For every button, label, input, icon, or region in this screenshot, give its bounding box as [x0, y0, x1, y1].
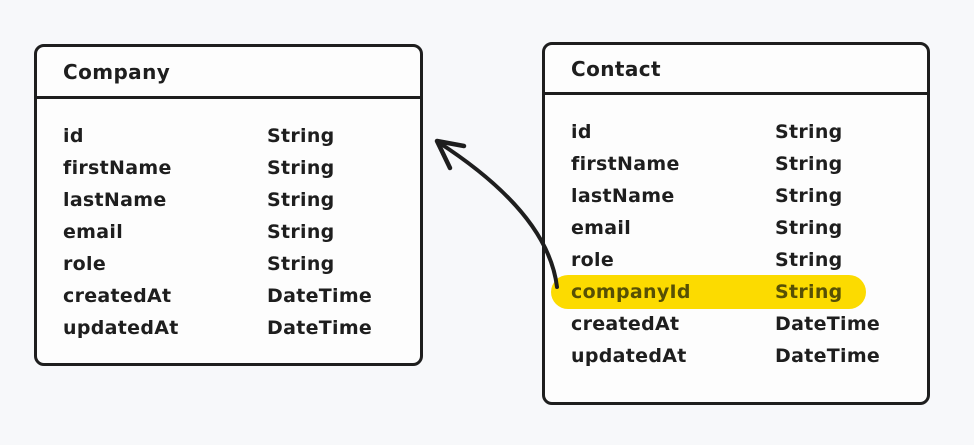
field-name: lastName: [63, 189, 167, 211]
field-type: DateTime: [775, 313, 881, 335]
field-row: lastName String: [37, 184, 420, 216]
field-name: createdAt: [63, 285, 172, 307]
field-type: String: [775, 249, 843, 271]
field-row: id String: [37, 120, 420, 152]
company-table: Company id String firstName String lastN…: [34, 44, 423, 366]
company-field-list: id String firstName String lastName Stri…: [37, 99, 420, 344]
field-type: String: [267, 253, 335, 275]
field-row: role String: [545, 244, 927, 276]
contact-table: Contact id String firstName String lastN…: [542, 42, 930, 405]
field-type: String: [267, 189, 335, 211]
field-row: role String: [37, 248, 420, 280]
field-row: firstName String: [37, 152, 420, 184]
field-name: email: [63, 221, 124, 243]
field-type: DateTime: [775, 345, 881, 367]
company-table-header: Company: [37, 47, 420, 99]
field-name: updatedAt: [63, 317, 179, 339]
field-type: String: [267, 221, 335, 243]
field-row-highlighted: companyId String: [545, 275, 927, 309]
field-type: String: [775, 217, 843, 239]
field-type: String: [775, 121, 843, 143]
field-name: id: [571, 121, 592, 143]
field-type: DateTime: [267, 317, 373, 339]
table-title: Company: [63, 59, 171, 84]
field-name: lastName: [571, 185, 675, 207]
field-type: String: [775, 185, 843, 207]
field-name: updatedAt: [571, 345, 687, 367]
field-name: firstName: [63, 157, 172, 179]
field-name: role: [63, 253, 107, 275]
field-row: lastName String: [545, 180, 927, 212]
table-title: Contact: [571, 56, 661, 81]
field-name: createdAt: [571, 313, 680, 335]
arrowhead: [434, 138, 467, 171]
field-type: String: [267, 157, 335, 179]
field-row: createdAt DateTime: [37, 280, 420, 312]
field-type: String: [267, 125, 335, 147]
field-type: String: [775, 281, 843, 303]
field-row: updatedAt DateTime: [37, 312, 420, 344]
field-type: String: [775, 153, 843, 175]
field-row: updatedAt DateTime: [545, 340, 927, 372]
field-row: email String: [37, 216, 420, 248]
field-name: firstName: [571, 153, 680, 175]
field-name: id: [63, 125, 84, 147]
contact-table-header: Contact: [545, 45, 927, 95]
field-type: DateTime: [267, 285, 373, 307]
field-row: createdAt DateTime: [545, 308, 927, 340]
field-row: firstName String: [545, 148, 927, 180]
field-name: email: [571, 217, 632, 239]
field-name: companyId: [571, 281, 691, 303]
highlight-marker: [551, 275, 866, 309]
field-row: email String: [545, 212, 927, 244]
contact-field-list: id String firstName String lastName Stri…: [545, 95, 927, 372]
field-name: role: [571, 249, 615, 271]
field-row: id String: [545, 116, 927, 148]
